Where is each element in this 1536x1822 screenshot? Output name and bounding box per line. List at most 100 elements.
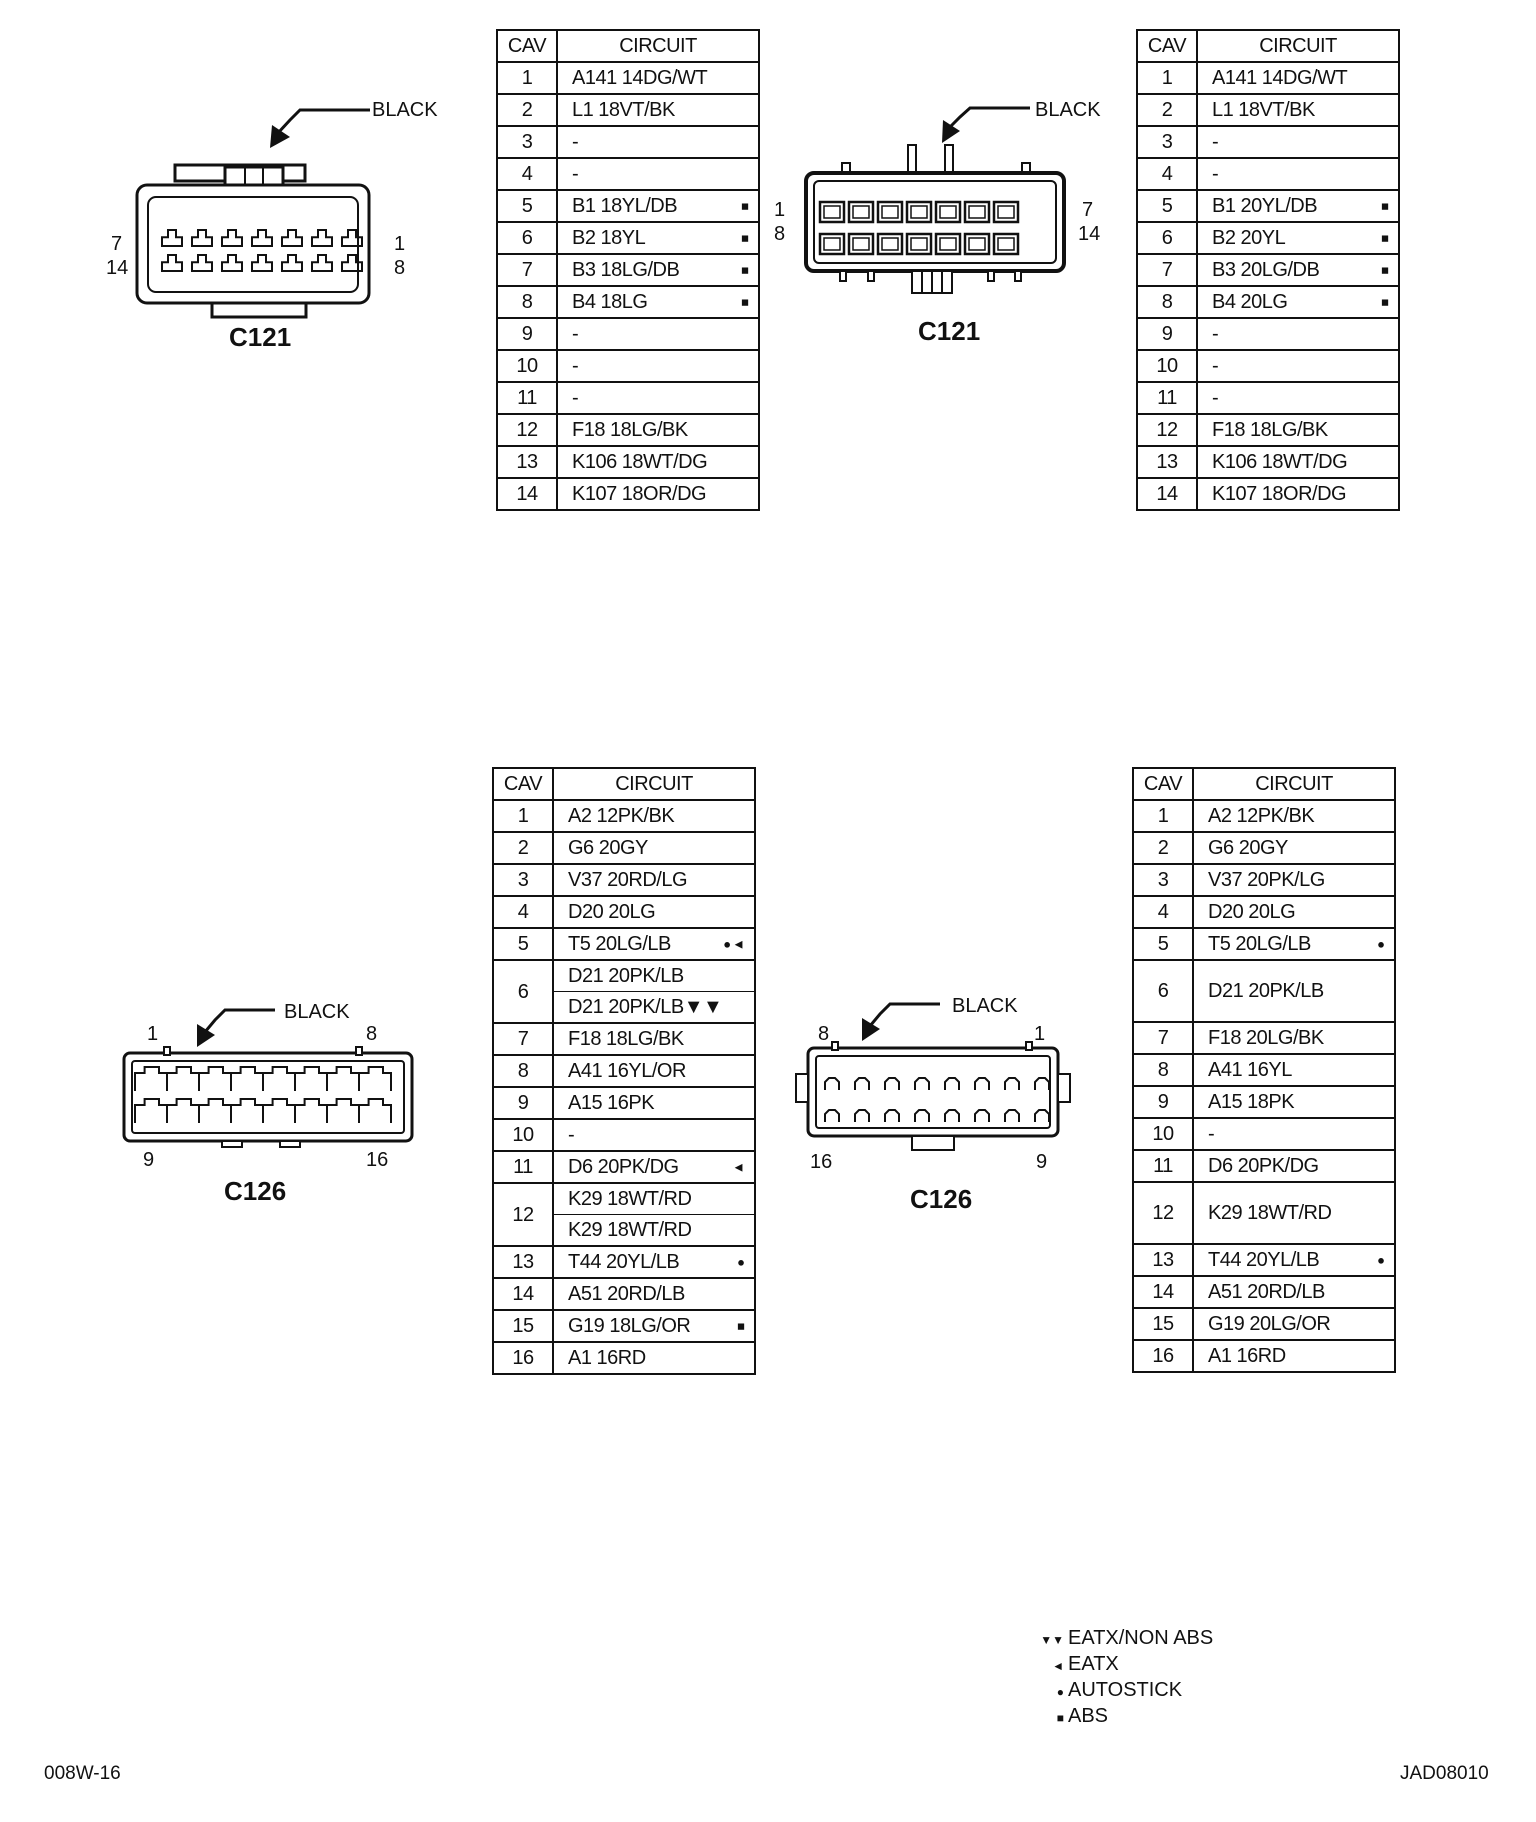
circuit-cell: B3 20LG/DB■	[1196, 253, 1400, 287]
cavity	[281, 229, 303, 247]
figure-code: 008W-16	[44, 1763, 121, 1784]
cav-cell: 12	[1132, 1181, 1194, 1245]
circuit-cell: -	[1196, 317, 1400, 351]
cavity	[854, 1077, 870, 1090]
pin-label: 8	[818, 1023, 830, 1045]
cavity	[251, 229, 273, 247]
cavity	[341, 254, 363, 272]
cav-cell: 15	[492, 1309, 554, 1343]
cavity	[341, 229, 363, 247]
cavity	[1034, 1109, 1050, 1122]
connector-title: C126	[224, 1176, 287, 1206]
pin-label: 9	[143, 1149, 155, 1171]
pin-label: 14	[1078, 223, 1101, 245]
cavity	[161, 229, 183, 247]
cavity	[161, 254, 183, 272]
cav-cell: 10	[1136, 349, 1198, 383]
circuit-cell: A51 20RD/LB	[552, 1277, 756, 1311]
circuit-cell: A2 12PK/BK	[1192, 799, 1396, 833]
cav-cell: 13	[1136, 445, 1198, 479]
cav-cell: 11	[1136, 381, 1198, 415]
cavity-inner	[881, 205, 899, 219]
cavity	[824, 1109, 840, 1122]
cav-cell: 4	[1136, 157, 1198, 191]
cav-cell: 2	[496, 93, 558, 127]
legend-text: AUTOSTICK	[1068, 1679, 1183, 1701]
c126-left-drawing	[122, 1008, 414, 1148]
pin-label: 9	[1036, 1151, 1048, 1173]
cav-cell: 16	[1132, 1339, 1194, 1373]
cav-cell: 2	[492, 831, 554, 865]
color-label: BLACK	[372, 99, 438, 121]
cavity	[311, 254, 333, 272]
pin-label: 7	[1082, 199, 1094, 221]
circuit-cell: A41 16YL	[1192, 1053, 1396, 1087]
option-marker: ●◄	[723, 936, 746, 952]
cav-cell: 13	[1132, 1243, 1194, 1277]
cavity	[876, 232, 904, 256]
circuit-cell: A2 12PK/BK	[552, 799, 756, 833]
cav-cell: 9	[1132, 1085, 1194, 1119]
circuit-cell: F18 18LG/BK	[556, 413, 760, 447]
cav-cell: 10	[1132, 1117, 1194, 1151]
circuit-cell: A141 14DG/WT	[1196, 61, 1400, 95]
cavity-row: 10-	[496, 349, 760, 383]
option-marker: ■	[1381, 198, 1390, 214]
pin-label: 1	[147, 1023, 159, 1045]
option-marker: ●	[737, 1254, 746, 1270]
circuit-cell: T44 20YL/LB●	[552, 1245, 756, 1279]
cav-cell: 14	[496, 477, 558, 511]
cav-cell: 6	[1132, 959, 1194, 1023]
cavity-inner	[939, 205, 957, 219]
circuit-cell: A15 16PK	[552, 1086, 756, 1120]
cavity	[1004, 1109, 1020, 1122]
circuit-cell: B4 18LG■	[556, 285, 760, 319]
cavity-inner	[939, 237, 957, 251]
cav-cell: 7	[1136, 253, 1198, 287]
cavity	[963, 200, 991, 224]
cav-cell: 1	[1132, 799, 1194, 833]
cavity-row: 3-	[496, 125, 760, 159]
cavity	[905, 232, 933, 256]
circuit-cell: -	[1196, 157, 1400, 191]
legend-item: ■ABS	[1040, 1704, 1213, 1730]
cav-cell: 1	[492, 799, 554, 833]
cav-cell: 4	[492, 895, 554, 929]
cav-cell: 13	[496, 445, 558, 479]
option-marker: ●	[1377, 1252, 1386, 1268]
circuit-cell: A1 16RD	[552, 1341, 756, 1375]
cavity	[963, 232, 991, 256]
cavity	[818, 200, 846, 224]
pin-label: 16	[366, 1149, 389, 1171]
cav-cell: 1	[496, 61, 558, 95]
color-label: BLACK	[1035, 99, 1101, 121]
circuit-cell: V37 20RD/LG	[552, 863, 756, 897]
cavity-inner	[997, 205, 1015, 219]
circuit-cell: K107 18OR/DG	[556, 477, 760, 511]
color-label: BLACK	[952, 995, 1018, 1017]
connector-title: C121	[229, 322, 292, 352]
cavity-row: 10-	[1136, 349, 1400, 383]
cav-cell: 7	[496, 253, 558, 287]
cav-header: CAV	[492, 767, 554, 801]
cavity-inner	[968, 205, 986, 219]
cav-header: CAV	[1136, 29, 1198, 63]
legend: ▼▼EATX/NON ABS◄EATX●AUTOSTICK■ABS	[1040, 1626, 1213, 1730]
cav-header: CAV	[496, 29, 558, 63]
cavity-row: 4-	[1136, 157, 1400, 191]
